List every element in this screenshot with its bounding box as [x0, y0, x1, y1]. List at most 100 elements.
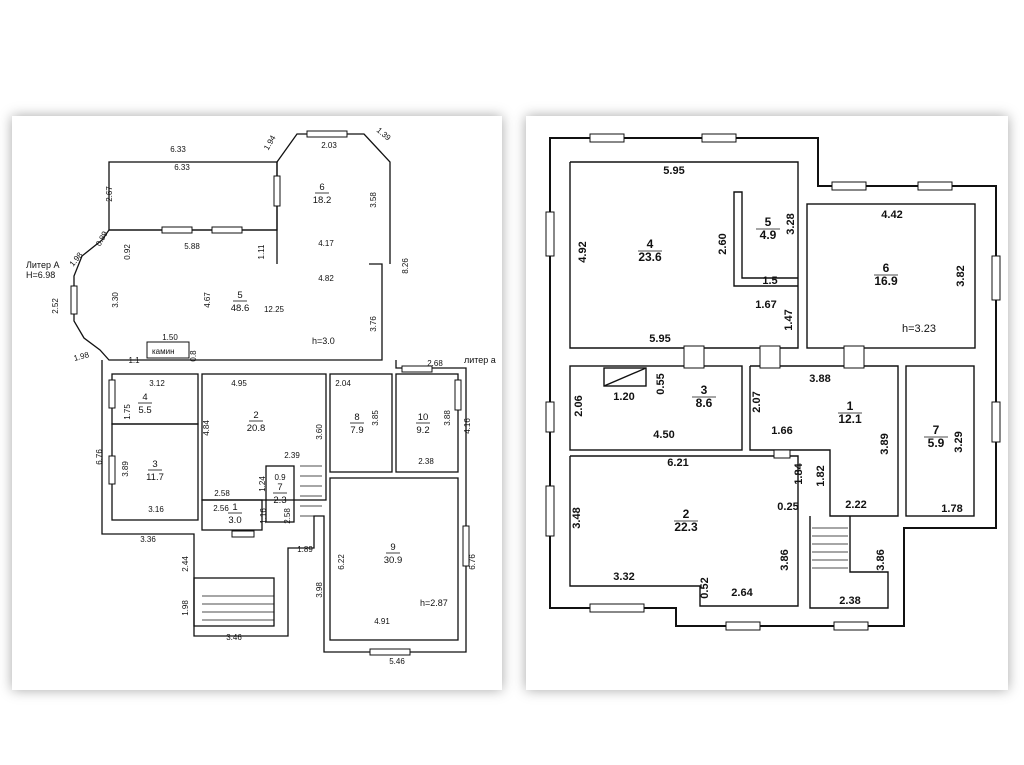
- left-room-area: 7.9: [350, 425, 363, 436]
- right-dimension-label: 1.82: [815, 465, 827, 486]
- left-outer-shell: [101, 360, 467, 653]
- right-room-area: 23.6: [638, 250, 662, 264]
- left-dimension-label: 4.84: [202, 420, 211, 436]
- room-2-walls: [569, 455, 799, 607]
- right-room-number: 7: [933, 423, 940, 437]
- right-dimension-label: 0.52: [699, 577, 711, 598]
- left-dimension-label: 3.76: [369, 316, 378, 332]
- left-dimension-label: 3.85: [371, 410, 380, 426]
- right-windows: [545, 133, 1001, 631]
- left-walls: [73, 133, 467, 653]
- left-dimension-label: 1.24: [258, 476, 267, 492]
- porch-walls: [193, 577, 275, 627]
- left-dimension-label: 2.56: [213, 504, 229, 513]
- left-room-area: 3.0: [228, 515, 241, 526]
- right-dimension-label: 5.95: [649, 333, 670, 345]
- left-dimension-label: 4.91: [374, 617, 390, 626]
- left-dimension-label: 1.1: [128, 356, 140, 365]
- left-dimension-label: 1.75: [123, 404, 132, 420]
- label-liter-a: Литер А: [26, 260, 59, 270]
- right-dimension-label: 3.82: [955, 265, 967, 286]
- left-dimension-label: 2.58: [214, 489, 230, 498]
- right-dimension-label: 1.78: [941, 503, 962, 515]
- right-dimension-label: 3.48: [571, 507, 583, 528]
- right-dimension-label: 2.07: [751, 391, 763, 412]
- room-3-niche: [603, 367, 647, 387]
- right-dimension-label: 4.92: [577, 241, 589, 262]
- right-dimension-label: 6.21: [667, 457, 688, 469]
- right-room-area: 12.1: [838, 412, 862, 426]
- left-dimension-label: 6.22: [337, 554, 346, 570]
- right-dimension-label: 0.25: [777, 501, 798, 513]
- right-dimension-label: 3.29: [953, 431, 965, 452]
- left-dimension-label: 3.46: [226, 633, 242, 642]
- left-dimension-label: 3.89: [121, 461, 130, 477]
- right-dimension-label: 2.22: [845, 499, 866, 511]
- left-dimension-label: 1.98: [68, 250, 85, 268]
- right-dimension-label: 1.47: [783, 309, 795, 330]
- left-dimension-label: 0.92: [123, 244, 132, 260]
- right-room-area: 5.9: [928, 436, 945, 450]
- right-dimension-label: 2.06: [573, 395, 585, 416]
- left-room-number: 2: [253, 410, 258, 421]
- room-7-walls: [265, 465, 295, 523]
- left-dimension-label: 1.98: [73, 350, 91, 363]
- label-fireplace: камин: [152, 347, 175, 356]
- right-dimension-label: 1.84: [793, 462, 805, 484]
- left-dimension-label: 1.50: [162, 333, 178, 342]
- left-stairs: [202, 465, 322, 621]
- right-dimension-label: 1.20: [613, 391, 634, 403]
- floor-plan-left: Литер А H=6.98 литер а камин h=3.0 h=2.8…: [26, 126, 496, 666]
- right-dimension-label: 3.88: [809, 373, 830, 385]
- left-room-area: 9.2: [416, 425, 429, 436]
- left-room-number: 4: [142, 392, 147, 403]
- left-dimension-label: 2.68: [427, 359, 443, 368]
- right-dimension-label: 3.86: [875, 549, 887, 570]
- left-room-number: 1: [232, 502, 237, 513]
- left-dimension-label: 4.16: [463, 418, 472, 434]
- left-room-number: 10: [418, 412, 429, 423]
- room-9-walls: [329, 477, 459, 641]
- left-dimension-label: 3.60: [315, 424, 324, 440]
- left-room-number: 5: [237, 290, 242, 301]
- left-dimension-label: 6.33: [170, 145, 186, 154]
- left-dimension-label: 2.67: [105, 186, 114, 202]
- right-room-area: 8.6: [696, 396, 713, 410]
- right-room-number: 1: [847, 399, 854, 413]
- left-room-number: 8: [354, 412, 359, 423]
- right-walls: [569, 161, 976, 609]
- left-dimension-label: 5.88: [184, 242, 200, 251]
- left-room-area: 20.8: [247, 423, 266, 434]
- left-room-area: 5.5: [138, 405, 151, 416]
- left-dimension-label: 6.33: [174, 163, 190, 172]
- right-dimension-label: 1.67: [755, 299, 776, 311]
- left-room-number: 3: [152, 459, 157, 470]
- annex-top-left: [108, 161, 278, 231]
- right-dimension-label: 1.66: [771, 425, 792, 437]
- left-dimension-label: 0.9: [274, 473, 286, 482]
- right-dimension-label: 3.86: [779, 549, 791, 570]
- left-dimension-label: 3.88: [443, 410, 452, 426]
- label-height-a: H=6.98: [26, 270, 55, 280]
- right-dimension-label: 3.89: [879, 433, 891, 454]
- left-room-area: 11.7: [146, 472, 164, 483]
- room-10-walls: [395, 373, 459, 473]
- room-6-walls: [806, 203, 976, 349]
- left-room-number: 9: [390, 542, 395, 553]
- right-dimension-label: 5.95: [663, 165, 684, 177]
- right-labels: h=3.23: [902, 323, 936, 335]
- left-dimension-label: 3.30: [111, 292, 120, 308]
- left-dimension-label: 6.76: [95, 449, 104, 465]
- right-room-area: 22.3: [674, 520, 698, 534]
- left-dimension-label: 6.76: [468, 554, 477, 570]
- right-room-number: 3: [701, 383, 708, 397]
- left-windows: [70, 130, 470, 656]
- right-dimension-label: 2.64: [731, 587, 753, 599]
- right-room-number: 5: [765, 215, 772, 229]
- right-room-area: 16.9: [874, 274, 898, 288]
- left-dimension-label: 2.38: [418, 457, 434, 466]
- left-dimension-label: 2.03: [321, 141, 337, 150]
- left-room-number: 7: [277, 482, 282, 493]
